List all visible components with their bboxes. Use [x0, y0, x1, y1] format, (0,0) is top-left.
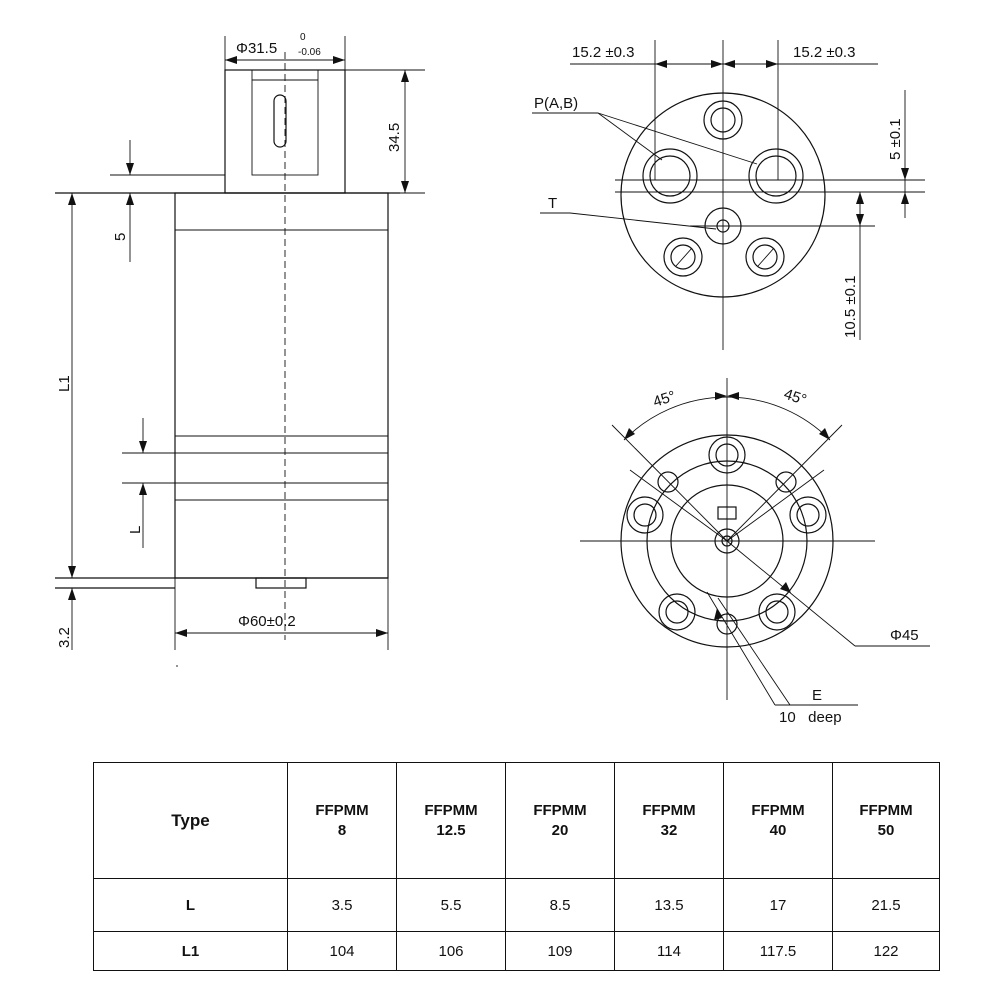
table-cell: 5.5	[396, 878, 506, 932]
type-header: Type	[93, 762, 288, 879]
table-cell: 17	[723, 878, 833, 932]
drain-label: T	[548, 195, 557, 212]
table-cell: 21.5	[832, 878, 940, 932]
thread-label: E	[812, 687, 822, 704]
port-spacing-left-label: 15.2 ±0.3	[572, 44, 634, 61]
body-diameter-label: Φ60±0.2	[238, 613, 296, 630]
drain-offset-label: 10.5 ±0.1	[842, 276, 859, 338]
angle-left-label: 45°	[651, 388, 678, 411]
table-row: L 3.5 5.5 8.5 13.5 17 21.5	[93, 878, 940, 932]
shaft-length-label: 34.5	[386, 123, 403, 152]
port-a	[642, 148, 698, 204]
table-cell: 104	[287, 931, 397, 971]
body-length-label: L1	[56, 375, 73, 392]
port-offset-label: 5 ±0.1	[887, 118, 904, 160]
table-cell: 122	[832, 931, 940, 971]
table-cell: 109	[505, 931, 615, 971]
side-view: Φ31.5 0 -0.06 34.5 5 L1 L 3.2	[55, 32, 425, 650]
keyway-slot	[273, 94, 287, 148]
table-cell: 106	[396, 931, 506, 971]
bottom-thickness-label: 3.2	[56, 627, 73, 648]
table-cell: 8.5	[505, 878, 615, 932]
table-cell: 13.5	[614, 878, 724, 932]
port-label: P(A,B)	[534, 95, 578, 112]
table-cell: 114	[614, 931, 724, 971]
port-view: 15.2 ±0.3 15.2 ±0.3 P(A,B) T 5 ±0.1 10.5…	[532, 40, 925, 350]
bolt-circle-label: Φ45	[890, 627, 919, 644]
row-label: L1	[93, 931, 288, 971]
flange-thickness-label: 5	[112, 233, 129, 241]
stack-length-label: L	[127, 526, 144, 534]
shaft-tolerance-lower: -0.06	[298, 47, 321, 58]
table-cell: 117.5	[723, 931, 833, 971]
port-spacing-right-label: 15.2 ±0.3	[793, 44, 855, 61]
motor-body	[174, 192, 389, 579]
table-row: L1 104 106 109 114 117.5 122	[93, 931, 940, 971]
port-b	[748, 148, 804, 204]
shaft-diameter-label: Φ31.5	[236, 40, 277, 57]
row-label: L	[93, 878, 288, 932]
angle-right-label: 45°	[782, 386, 809, 409]
technical-drawing: Φ31.5 0 -0.06 34.5 5 L1 L 3.2	[55, 32, 930, 726]
flange-view: 45° 45° Φ45 E 10 deep	[580, 378, 930, 726]
shaft-tolerance-upper: 0	[300, 32, 306, 43]
table-cell: 3.5	[287, 878, 397, 932]
thread-depth-label: 10 deep	[779, 709, 842, 726]
bottom-boss	[255, 577, 307, 589]
